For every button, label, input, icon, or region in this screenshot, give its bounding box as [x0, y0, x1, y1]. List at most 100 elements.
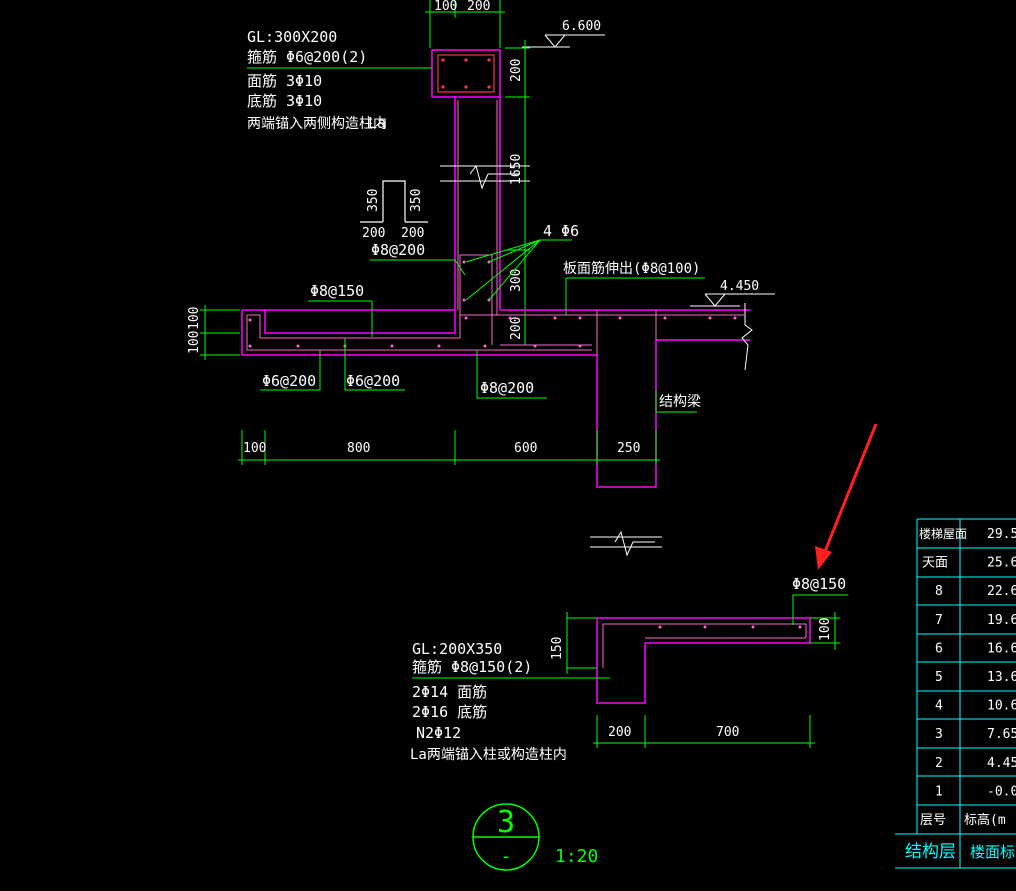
break-symbol-top	[440, 164, 530, 190]
level-row-floor: 6	[935, 641, 943, 656]
red-arrow-annotation	[815, 423, 878, 570]
level-table-rows: 楼梯屋面29.55天面25.65822.65719.65616.65513.65…	[919, 526, 1016, 799]
level-header-elev: 标高(m	[964, 812, 1006, 828]
elevation-top-label: 6.600	[562, 19, 601, 34]
dim-bottom-800: 800	[347, 441, 370, 456]
label-structural-beam: 结构梁	[659, 394, 701, 410]
leader-structural-beam	[655, 390, 697, 413]
gl-anchor: 两端锚入两侧构造柱内	[247, 116, 387, 132]
level-row-floor: 4	[935, 699, 943, 714]
leader-phi8-200-upper	[370, 259, 466, 276]
leader-phi6-200-a	[260, 350, 321, 391]
dim-v-300: 300	[509, 269, 524, 292]
dim-top-100: 100	[434, 0, 457, 14]
label-phi8-150-bottom: Φ8@150	[792, 575, 846, 593]
level-footer-right: 楼面标高	[970, 843, 1016, 861]
label-phi8-150-top: Φ8@150	[310, 282, 364, 300]
level-footer-left: 结构层	[905, 842, 956, 862]
level-row-floor: 2	[935, 756, 943, 771]
level-row-floor: 1	[935, 784, 943, 799]
level-row-elev: -0.05	[987, 784, 1016, 799]
level-row-floor: 7	[935, 613, 943, 628]
gl-stirrup: 箍筋 Φ6@200(2)	[247, 48, 367, 66]
dim-v-1650: 1650	[509, 154, 524, 185]
level-table-grid	[895, 518, 1016, 869]
hook-dim-1: 350	[366, 189, 381, 212]
gl-bottom-bars: 底筋 3Φ10	[247, 92, 322, 110]
level-header-floor: 层号	[920, 813, 946, 828]
level-row-elev: 19.65	[987, 613, 1016, 628]
bottom-left-dims	[566, 612, 840, 674]
level-row-elev: 10.65	[987, 699, 1016, 714]
dim-bottom-100: 100	[243, 441, 266, 456]
dim-top-200: 200	[467, 0, 490, 14]
section-sub: -	[501, 846, 512, 867]
gl-beam-stirrup	[437, 54, 495, 93]
label-slab-extension: 板面筋伸出(Φ8@100)	[563, 260, 700, 277]
left-vertical-dims	[200, 305, 240, 360]
leader-phi8-150-bottom	[792, 594, 848, 625]
label-phi8-200-lower: Φ8@200	[480, 379, 534, 397]
gl-top-bars: 面筋 3Φ10	[247, 72, 322, 90]
ledge-outline	[264, 310, 456, 334]
rebar-dots	[248, 260, 737, 348]
dim-bottom-100: 100	[818, 618, 833, 641]
section-number: 3	[497, 805, 515, 840]
level-table: 楼梯屋面29.55天面25.65822.65719.65616.65513.65…	[895, 518, 1016, 869]
label-phi6-200-b: Φ6@200	[346, 372, 400, 390]
gl2-top: 2Φ14 面筋	[412, 683, 487, 701]
bottom-detail: Φ8@150 150 100 GL:200X350 箍筋 Φ8@150(2) 2…	[410, 423, 878, 763]
break-symbol-middle	[590, 530, 662, 557]
dim-v-200: 200	[509, 59, 524, 82]
label-phi6-200-a: Φ6@200	[262, 372, 316, 390]
level-row-elev: 29.55	[987, 527, 1016, 542]
dim-left-100a: 100	[187, 307, 202, 330]
leader-phi8-150-top	[308, 300, 373, 337]
level-row-floor: 天面	[922, 556, 948, 571]
gl2-anchor: La两端锚入柱或构造柱内	[410, 747, 567, 763]
hook-dim-2: 350	[409, 189, 424, 212]
leader-phi6-200-b	[344, 338, 405, 391]
top-dimension-line	[425, 0, 505, 48]
hook-shape	[360, 180, 428, 223]
dim-bottom-150: 150	[550, 637, 565, 660]
hook-dim-4: 200	[401, 226, 424, 241]
section-mark: 3 - 1:20	[472, 803, 598, 871]
gl-la: La	[368, 114, 386, 132]
leaders-4phi6	[465, 239, 572, 301]
bottom-beam-rebar	[602, 623, 807, 668]
gl2-bottom: 2Φ16 底筋	[412, 703, 487, 721]
level-row-elev: 13.65	[987, 670, 1016, 685]
gl2-title: GL:200X350	[412, 640, 502, 658]
section-scale: 1:20	[555, 846, 598, 867]
gl-beam-rebars	[441, 58, 491, 89]
label-4phi6: 4 Φ6	[543, 222, 579, 240]
level-row-floor: 楼梯屋面	[919, 526, 967, 541]
level-row-elev: 7.65	[987, 727, 1016, 742]
gl-beam-section	[431, 49, 501, 98]
dim-v-200b: 200	[509, 317, 524, 340]
gl2-n2: N2Φ12	[416, 724, 461, 742]
dim-lower-200: 200	[608, 725, 631, 740]
label-phi8-200-upper: Φ8@200	[371, 241, 425, 259]
bottom-dims-lower	[593, 715, 815, 748]
level-row-elev: 22.65	[987, 584, 1016, 599]
elevation-slab-label: 4.450	[720, 279, 759, 294]
level-row-floor: 8	[935, 584, 943, 599]
elevation-symbol-top	[522, 34, 605, 48]
bottom-beam-dots	[658, 625, 802, 629]
leader-phi8-200-lower	[476, 350, 547, 399]
gl2-stirrup: 箍筋 Φ8@150(2)	[412, 658, 532, 676]
gl-title: GL:300X200	[247, 28, 337, 46]
dim-lower-700: 700	[716, 725, 739, 740]
elevation-symbol-slab	[690, 293, 775, 307]
dim-bottom-250: 250	[617, 441, 640, 456]
break-symbol-right	[741, 303, 753, 371]
dim-left-100b: 100	[187, 331, 202, 354]
dim-bottom-600: 600	[514, 441, 537, 456]
level-row-elev: 4.45	[987, 756, 1016, 771]
level-row-floor: 3	[935, 727, 943, 742]
hook-dim-3: 200	[362, 226, 385, 241]
top-detail: 100 200 6.600 GL:300X200 箍筋 Φ6@200(2) 面筋…	[187, 0, 775, 488]
